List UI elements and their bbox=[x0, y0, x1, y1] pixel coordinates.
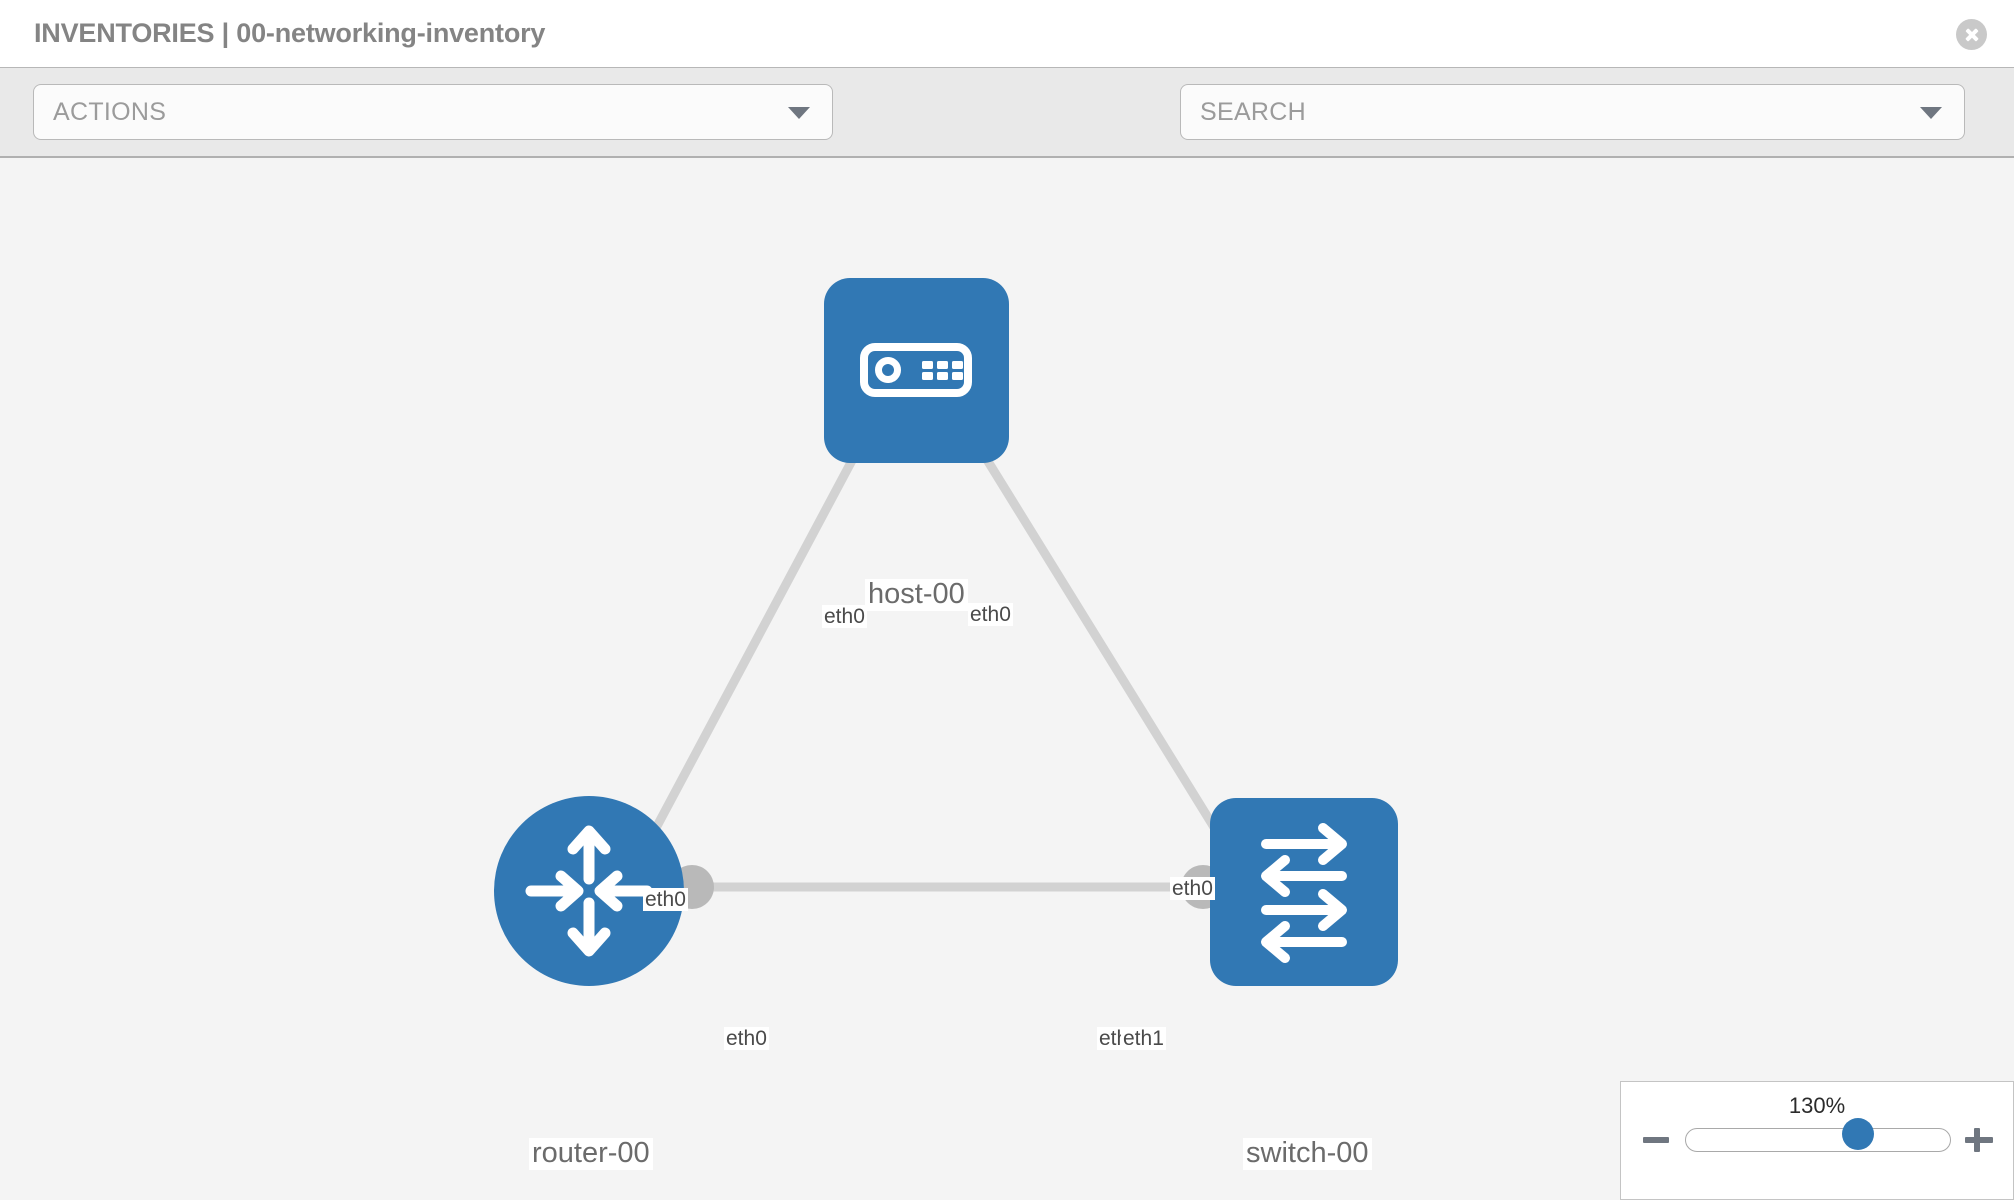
iface-label-host-left-eth0: eth0 bbox=[822, 605, 867, 629]
topology-graph bbox=[494, 278, 1398, 986]
chevron-down-icon bbox=[788, 107, 810, 119]
search-input[interactable]: SEARCH bbox=[1180, 84, 1965, 140]
node-router-00[interactable] bbox=[494, 796, 684, 986]
link-host-switch bbox=[950, 403, 1238, 863]
iface-label-host-right-eth0: eth0 bbox=[968, 603, 1013, 627]
zoom-out-button[interactable] bbox=[1641, 1124, 1673, 1156]
zoom-level-value: 130% bbox=[1788, 1093, 1846, 1118]
actions-dropdown-label: ACTIONS bbox=[53, 98, 167, 126]
node-label-router: router-00 bbox=[529, 1137, 653, 1170]
topology-canvas[interactable]: host-00 router-00 switch-00 eth0 eth0 et… bbox=[0, 158, 2014, 1200]
zoom-in-button[interactable] bbox=[1963, 1124, 1995, 1156]
zoom-control-panel: 130% bbox=[1620, 1081, 2014, 1200]
node-switch-00[interactable] bbox=[1210, 798, 1398, 986]
search-placeholder: SEARCH bbox=[1200, 98, 1306, 126]
toolbar: ACTIONS SEARCH bbox=[0, 68, 2014, 198]
connector-dots bbox=[670, 393, 1254, 909]
node-label-host: host-00 bbox=[865, 578, 968, 611]
actions-dropdown[interactable]: ACTIONS bbox=[33, 84, 833, 140]
chevron-down-icon bbox=[1920, 107, 1942, 119]
page-header: INVENTORIES | 00-networking-inventory bbox=[0, 0, 2014, 68]
zoom-slider-track[interactable] bbox=[1685, 1128, 1951, 1152]
page-title: INVENTORIES | 00-networking-inventory bbox=[34, 18, 546, 48]
node-host-00[interactable] bbox=[824, 278, 1009, 463]
zoom-slider-handle[interactable] bbox=[1841, 1118, 1874, 1150]
iface-label-switch-up-eth0: eth0 bbox=[1170, 877, 1215, 901]
node-label-switch: switch-00 bbox=[1243, 1137, 1372, 1170]
iface-label-switch-left-eth1: eth1 bbox=[1121, 1027, 1166, 1051]
iface-label-router-right-eth0: eth0 bbox=[724, 1027, 769, 1051]
iface-label-router-up-eth0: eth0 bbox=[643, 888, 688, 912]
close-icon[interactable] bbox=[1956, 19, 1987, 50]
link-host-router bbox=[635, 403, 885, 863]
